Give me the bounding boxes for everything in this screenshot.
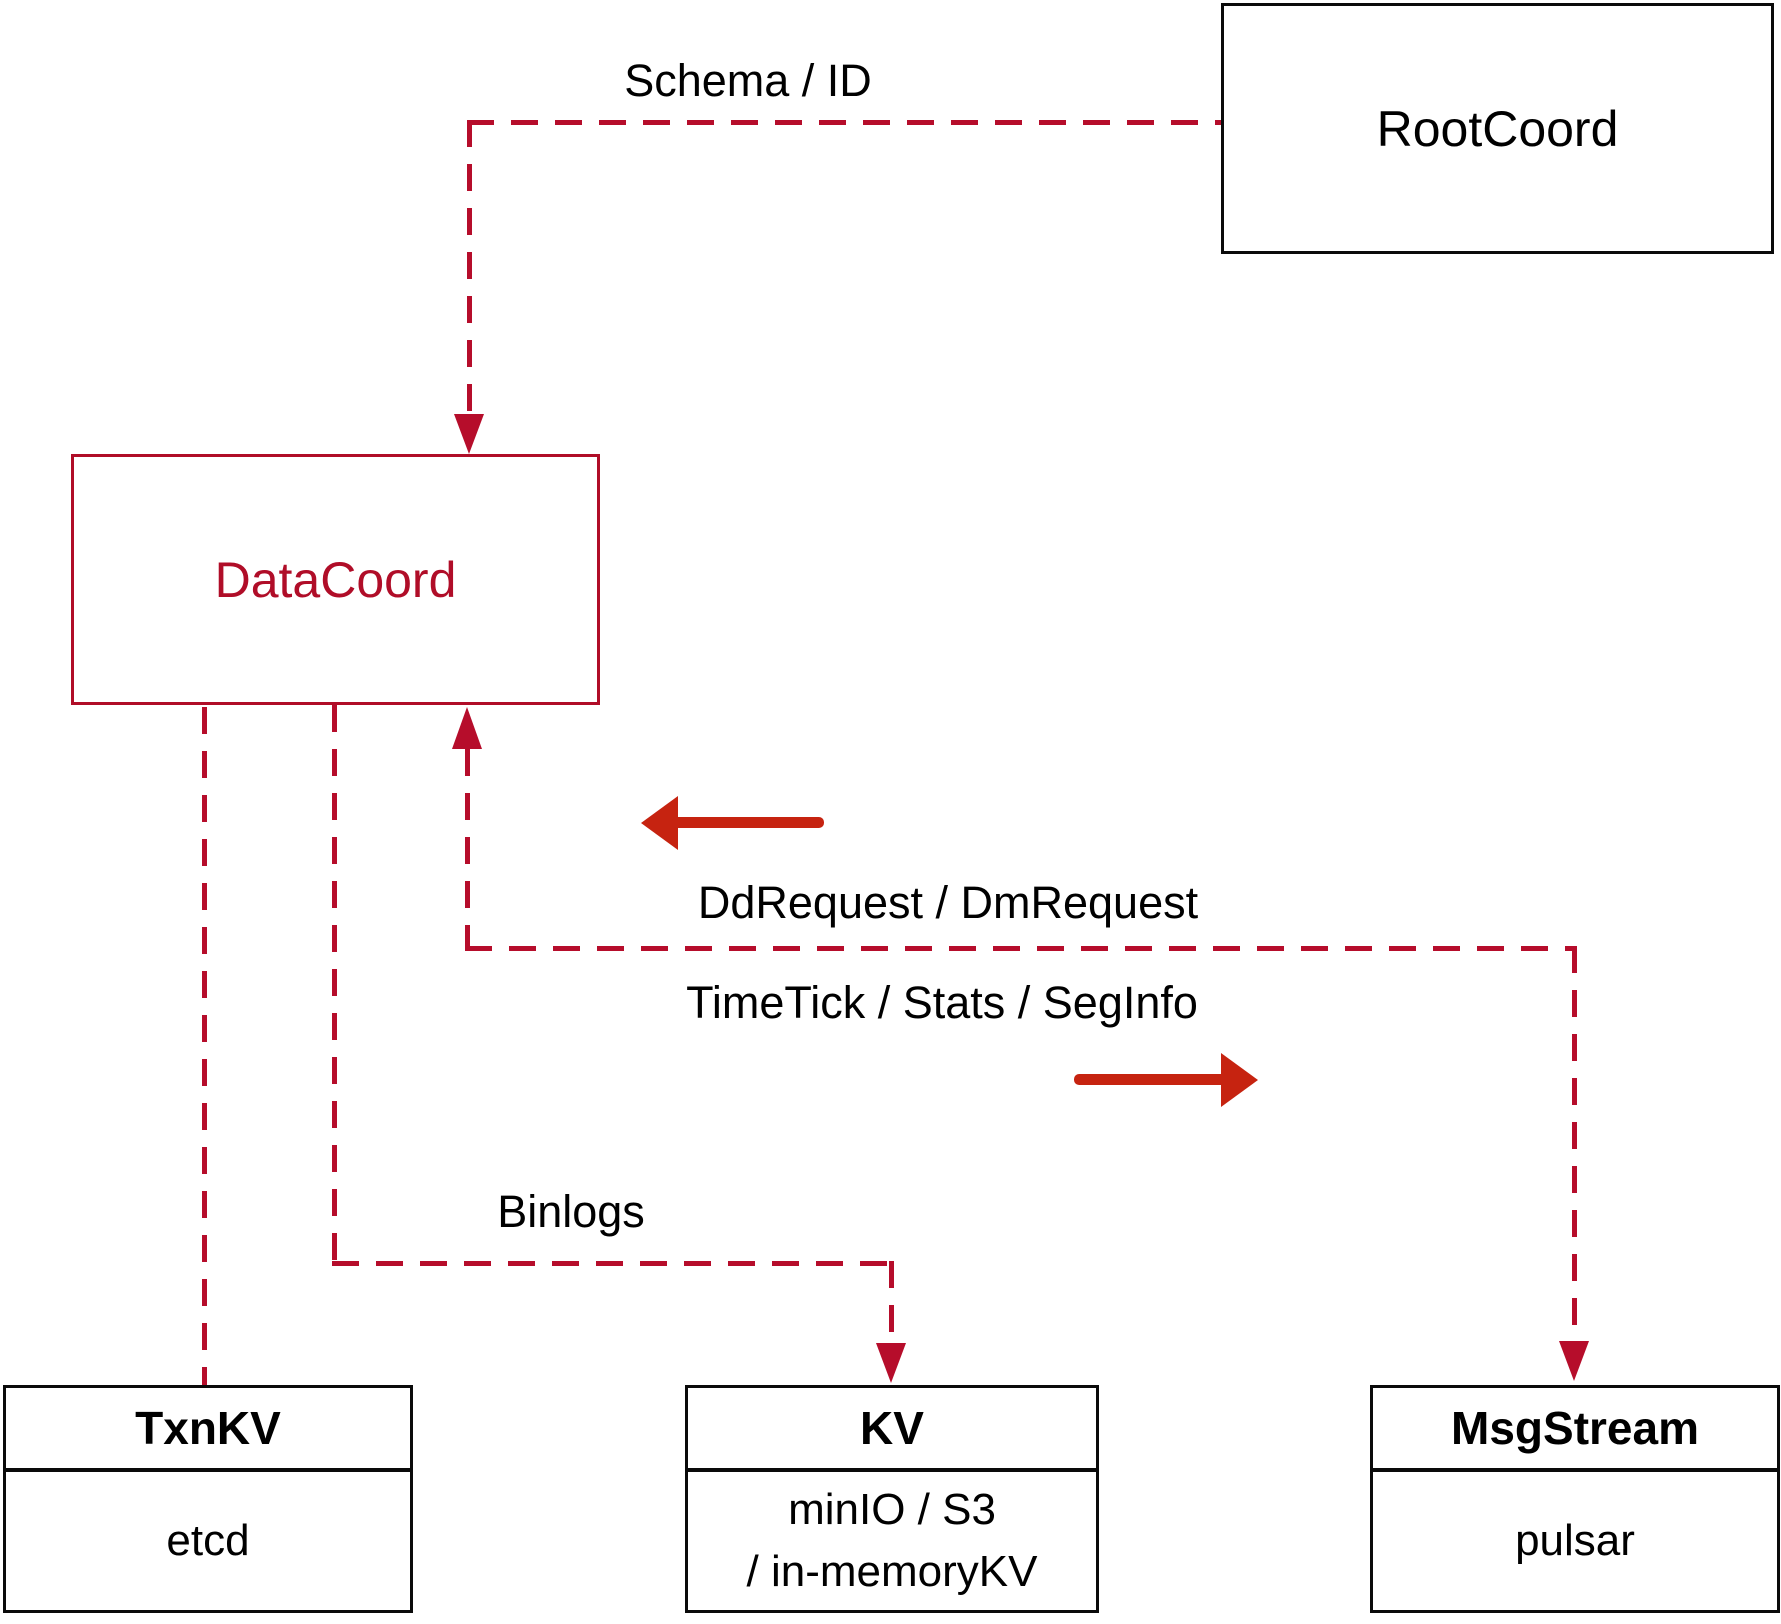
node-kv-impl-line1: minIO / S3 [788,1484,996,1534]
edge-binlogs-horizontal-line [332,1261,891,1266]
edge-label-binlogs: Binlogs [497,1186,645,1237]
node-datacoord-label: DataCoord [214,551,457,608]
edge-bus-horizontal-line [465,946,1575,951]
edge-binlogs-vertical-line-1 [332,705,337,1261]
node-rootcoord-label: RootCoord [1376,100,1619,157]
edge-schema-id-horizontal-line [467,120,1221,125]
edge-msgstream-vertical-line [1572,946,1577,1343]
node-datacoord: DataCoord [71,454,600,705]
node-msgstream-impl: pulsar [1515,1515,1635,1565]
node-txnkv: TxnKV etcd [3,1385,413,1613]
edge-schema-id-vertical-line [467,120,472,416]
edge-ddrequest-vertical-line [465,749,470,948]
node-msgstream-title: MsgStream [1373,1388,1777,1472]
arrow-down-icon [876,1343,906,1383]
edge-datacoord-txnkv-line [202,707,207,1385]
arrow-left-icon [641,796,678,850]
edge-label-ddrequest-dmrequest: DdRequest / DmRequest [697,877,1199,928]
flow-right-arrow-shaft [1074,1074,1226,1085]
arrow-down-icon [1559,1341,1589,1381]
edge-label-timetick-stats-seginfo: TimeTick / Stats / SegInfo [686,977,1198,1028]
node-txnkv-title: TxnKV [6,1388,410,1472]
node-kv: KV minIO / S3 / in-memoryKV [685,1385,1099,1613]
flow-left-arrow-shaft [672,817,824,828]
edge-label-schema-id: Schema / ID [624,55,872,106]
node-msgstream: MsgStream pulsar [1370,1385,1780,1613]
node-kv-title: KV [688,1388,1096,1472]
arrow-down-icon [454,414,484,454]
arrow-right-icon [1221,1053,1258,1107]
edge-binlogs-vertical-line-2 [889,1261,894,1345]
node-txnkv-impl: etcd [166,1515,250,1565]
arrow-up-icon [452,707,482,749]
node-kv-impl-line2: / in-memoryKV [746,1547,1038,1596]
node-rootcoord: RootCoord [1221,3,1774,254]
